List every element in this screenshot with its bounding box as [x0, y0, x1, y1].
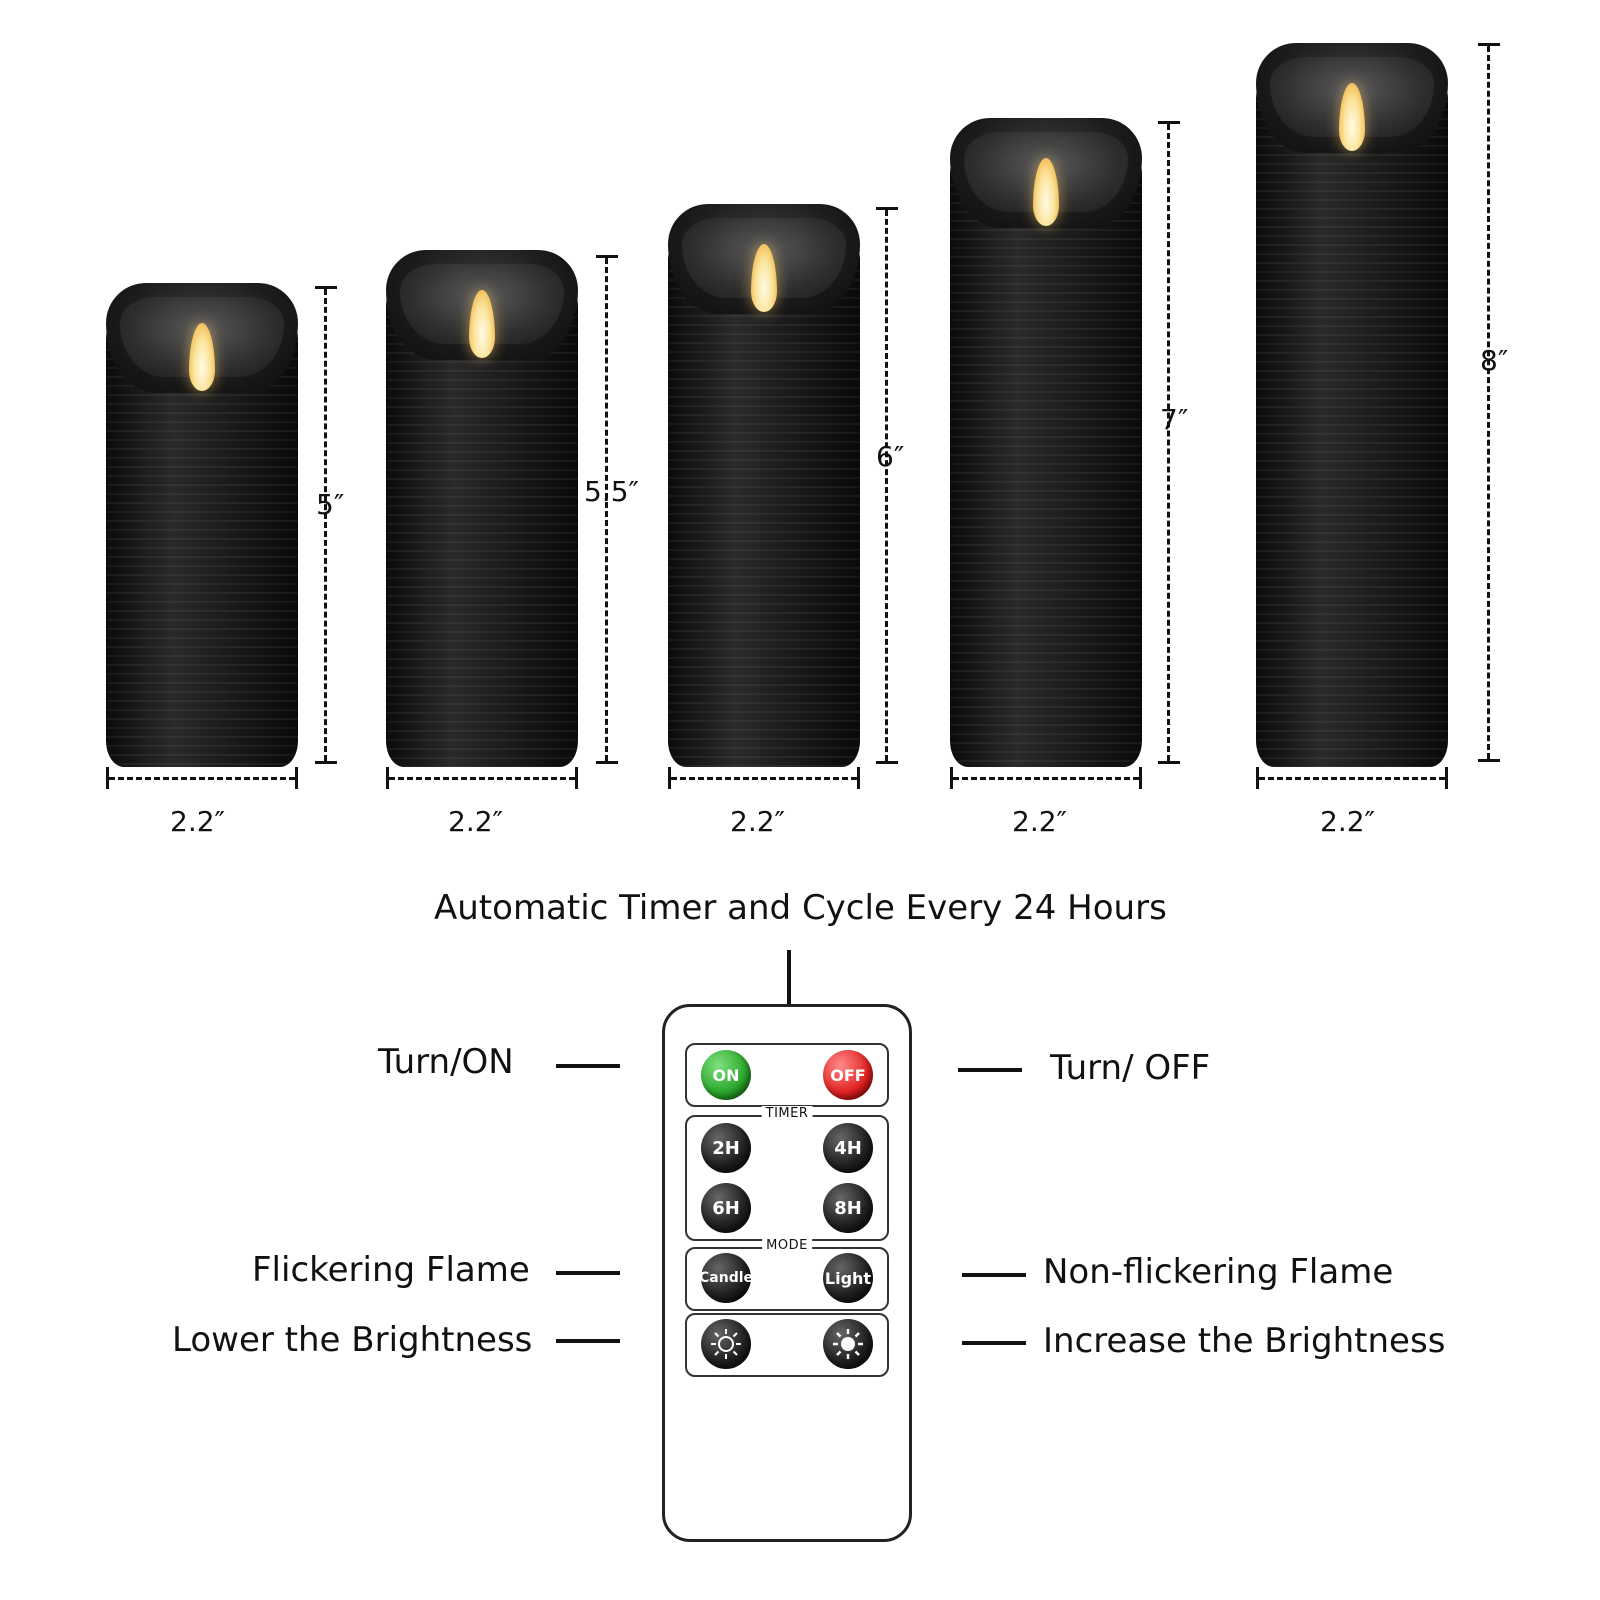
height-label: 8″: [1480, 344, 1509, 377]
height-cap: [1478, 43, 1500, 46]
timer-2h-button[interactable]: 2H: [701, 1123, 751, 1173]
width-cap: [1139, 767, 1142, 789]
timer-6h-button[interactable]: 6H: [701, 1183, 751, 1233]
power-group: ON OFF: [685, 1043, 889, 1107]
width-label: 2.2″: [448, 805, 503, 838]
timer-group: TIMER 2H 4H 6H 8H: [685, 1106, 889, 1241]
on-button[interactable]: ON: [701, 1050, 751, 1100]
width-cap: [668, 767, 671, 789]
candle-8in: [1256, 43, 1448, 767]
height-cap: [876, 207, 898, 210]
width-cap: [1445, 767, 1448, 789]
dim-sun-icon: [711, 1329, 741, 1359]
height-label: 7″: [1160, 403, 1189, 436]
flame-icon: [1339, 83, 1365, 151]
label-lower-brightness: Lower the Brightness: [172, 1320, 533, 1360]
candle-body: [668, 234, 860, 767]
pointer-dash: [556, 1339, 620, 1343]
flame-icon: [469, 290, 495, 358]
mode-group-label: MODE: [762, 1238, 812, 1253]
candle-7in: [950, 118, 1142, 767]
brightness-group: [685, 1313, 889, 1377]
width-cap: [857, 767, 860, 789]
width-label: 2.2″: [170, 805, 225, 838]
flame-icon: [1033, 158, 1059, 226]
lower-brightness-button[interactable]: [701, 1319, 751, 1369]
height-dimension-line: [885, 210, 888, 761]
height-label: 5.5″: [584, 475, 639, 508]
height-cap: [596, 255, 618, 258]
off-button[interactable]: OFF: [823, 1050, 873, 1100]
width-cap: [295, 767, 298, 789]
width-cap: [950, 767, 953, 789]
pointer-dash: [962, 1273, 1026, 1277]
height-cap: [596, 761, 618, 764]
timer-8h-button[interactable]: 8H: [823, 1183, 873, 1233]
candle-6in: [668, 204, 860, 767]
flame-icon: [751, 244, 777, 312]
width-cap: [386, 767, 389, 789]
label-turn-off: Turn/ OFF: [1050, 1048, 1211, 1088]
height-cap: [315, 761, 337, 764]
height-label: 6″: [876, 440, 905, 473]
timer-4h-button[interactable]: 4H: [823, 1123, 873, 1173]
light-mode-button[interactable]: Light: [823, 1253, 873, 1303]
height-dimension-line: [605, 258, 608, 761]
width-label: 2.2″: [1012, 805, 1067, 838]
width-label: 2.2″: [1320, 805, 1375, 838]
candle-5in: [106, 283, 298, 767]
timer-group-label: TIMER: [761, 1106, 813, 1121]
width-cap: [106, 767, 109, 789]
height-cap: [315, 286, 337, 289]
pointer-dash: [556, 1271, 620, 1275]
flame-icon: [189, 323, 215, 391]
candle-body: [1256, 73, 1448, 767]
label-increase-brightness: Increase the Brightness: [1043, 1321, 1446, 1361]
width-cap: [575, 767, 578, 789]
candle-mode-button[interactable]: Candle: [699, 1253, 753, 1303]
candle-body: [386, 280, 578, 767]
timer-caption: Automatic Timer and Cycle Every 24 Hours: [434, 888, 1167, 928]
height-dimension-line: [324, 289, 327, 761]
candle-5-5in: [386, 250, 578, 767]
width-dimension-line: [1259, 777, 1445, 780]
mode-group: MODE Candle Light: [685, 1238, 889, 1311]
height-label: 5″: [316, 488, 345, 521]
pointer-dash: [556, 1064, 620, 1068]
width-dimension-line: [671, 777, 857, 780]
height-dimension-line: [1167, 124, 1170, 761]
height-cap: [876, 761, 898, 764]
width-dimension-line: [109, 777, 295, 780]
label-turn-on: Turn/ON: [378, 1042, 514, 1082]
pointer-dash: [962, 1341, 1026, 1345]
label-flickering-flame: Flickering Flame: [252, 1250, 530, 1290]
height-dimension-line: [1487, 46, 1490, 759]
increase-brightness-button[interactable]: [823, 1319, 873, 1369]
height-cap: [1158, 121, 1180, 124]
pointer-dash: [958, 1068, 1022, 1072]
bright-sun-icon: [833, 1329, 863, 1359]
candle-body: [950, 148, 1142, 767]
label-non-flickering-flame: Non-flickering Flame: [1043, 1252, 1394, 1292]
width-label: 2.2″: [730, 805, 785, 838]
width-dimension-line: [953, 777, 1139, 780]
width-cap: [1256, 767, 1259, 789]
height-cap: [1478, 759, 1500, 762]
width-dimension-line: [389, 777, 575, 780]
height-cap: [1158, 761, 1180, 764]
remote-control: ON OFF TIMER 2H 4H 6H 8H MODE Candle Lig…: [662, 1004, 912, 1542]
